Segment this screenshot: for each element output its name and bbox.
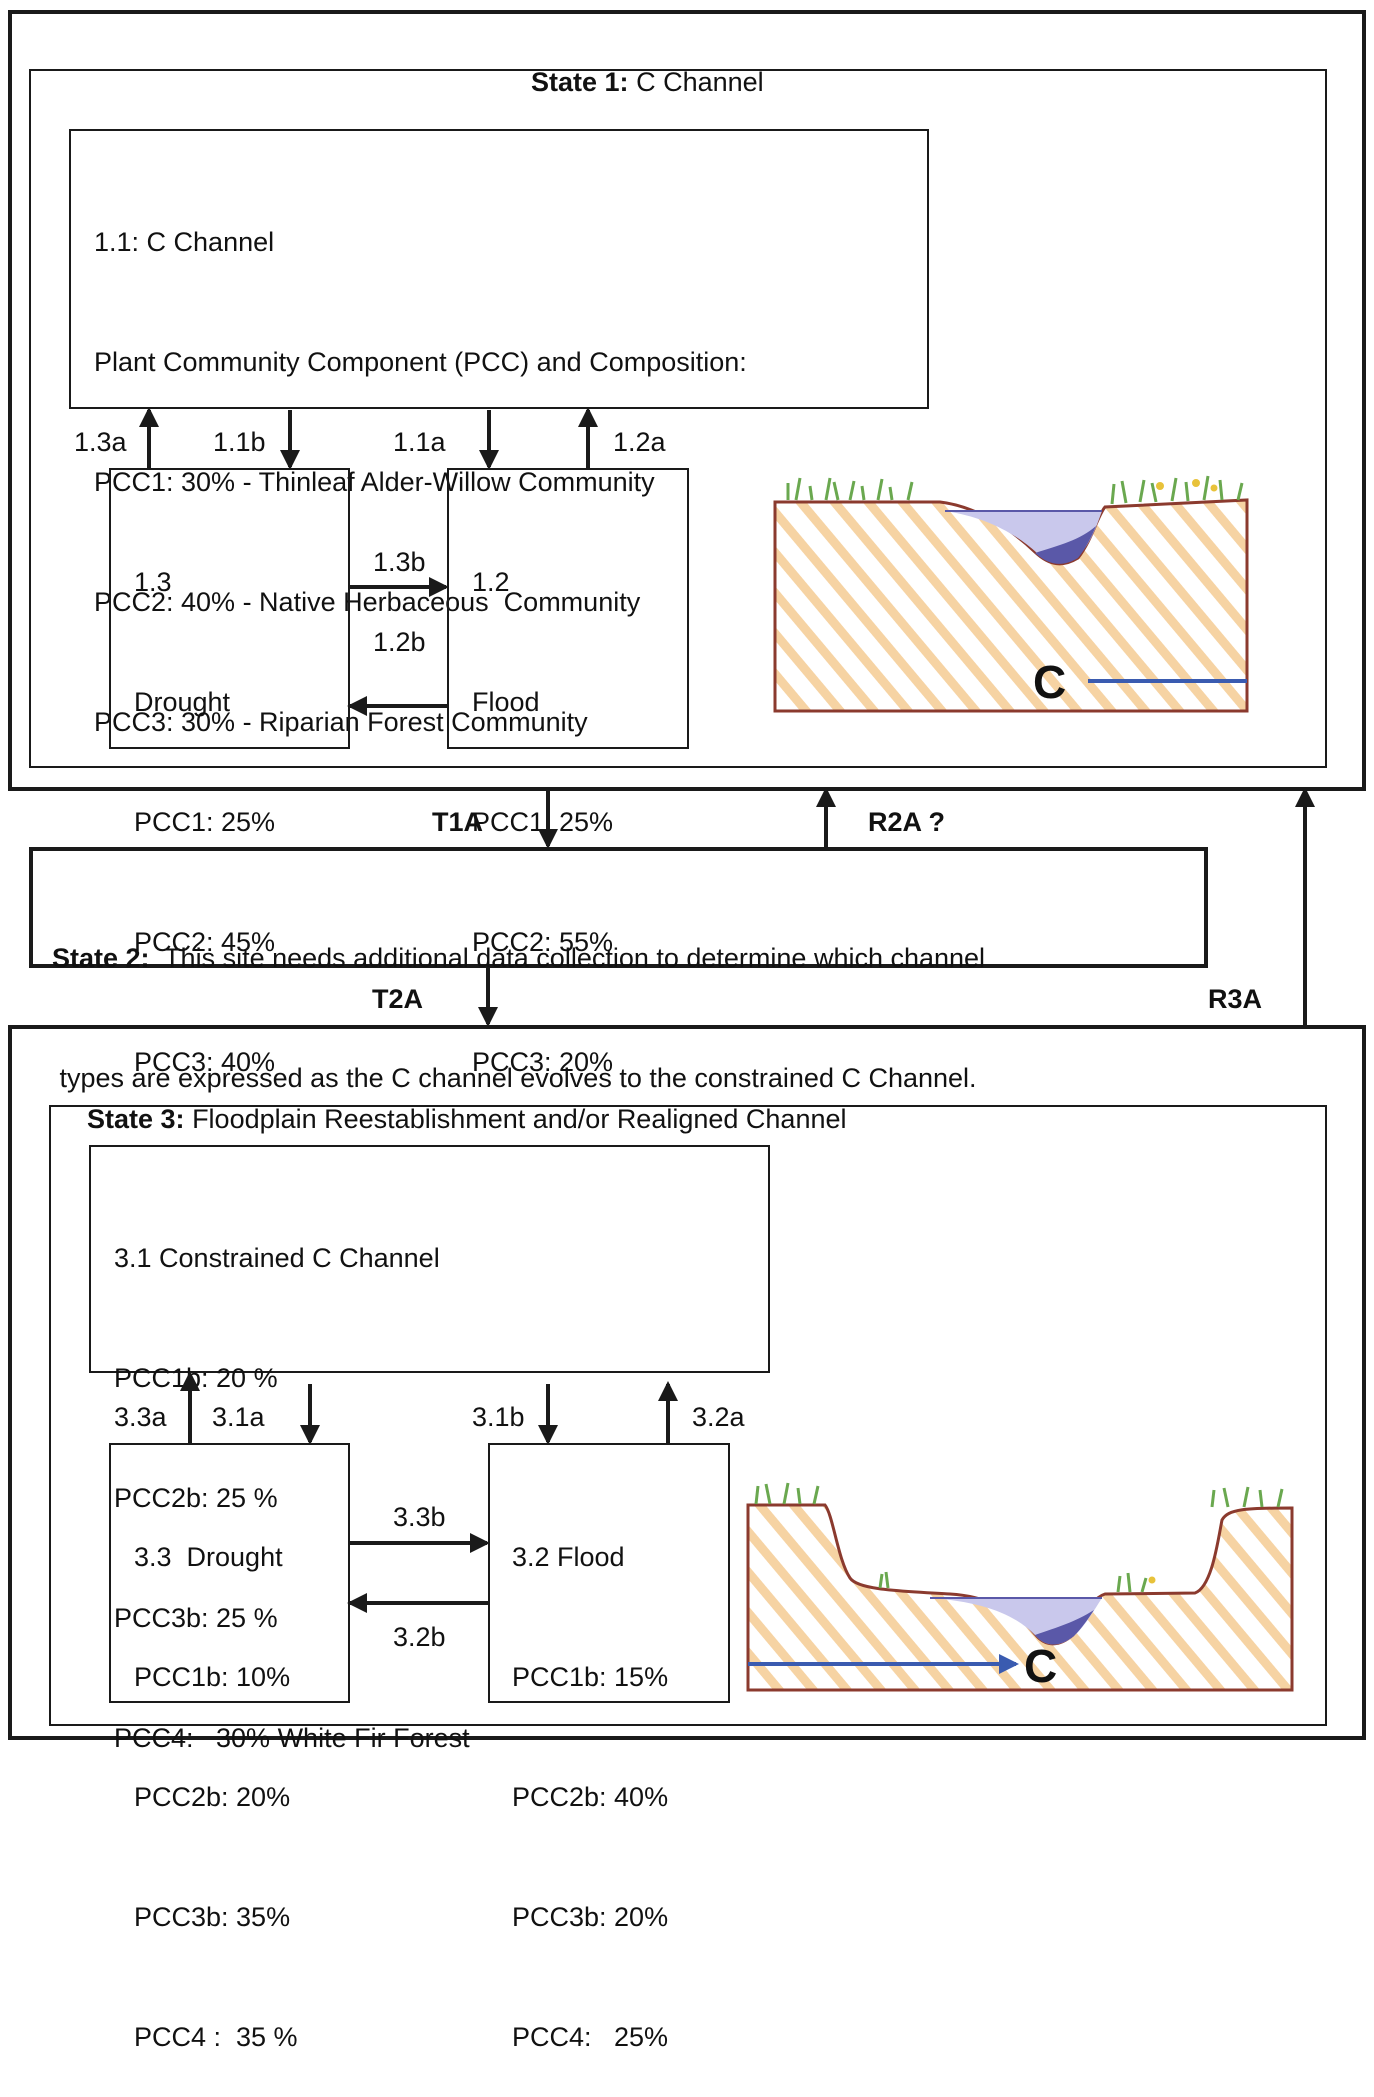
state2-box bbox=[29, 847, 1208, 968]
state2-line-2: types are expressed as the C channel evo… bbox=[52, 1063, 977, 1093]
pathway-label-3-3a: 3.3a bbox=[114, 1402, 167, 1432]
phase-1-1-box bbox=[69, 129, 929, 409]
pathway-label-1-1a: 1.1a bbox=[393, 427, 446, 457]
pathway-label-1-3a: 1.3a bbox=[74, 427, 127, 457]
state3-outer-box bbox=[8, 1025, 1366, 1740]
phase-1-1-line: PCC3: 30% - Riparian Forest Community bbox=[94, 707, 588, 737]
phase-1-3-line: PCC3: 40% bbox=[134, 1047, 276, 1077]
state3-title-label: State 3: bbox=[87, 1104, 185, 1134]
phase-3-2-line: PCC2b: 40% bbox=[512, 1782, 669, 1812]
phase-3-2-line: 3.2 Flood bbox=[512, 1542, 625, 1572]
phase-1-3-text: 1.3 Drought PCC1: 25% PCC2: 45% PCC3: 40… bbox=[134, 482, 275, 1122]
phase-1-3-line: 1.3 bbox=[134, 567, 172, 597]
pathway-label-3-2a: 3.2a bbox=[692, 1402, 745, 1432]
channel-type-letter-state3: C bbox=[1024, 1640, 1057, 1692]
phase-3-1-line: PCC3b: 25 % bbox=[114, 1603, 278, 1633]
phase-3-1-box bbox=[89, 1145, 770, 1373]
c-channel-illustration: C bbox=[773, 475, 1249, 713]
state3-inner-box bbox=[49, 1105, 1327, 1726]
phase-3-2-line: PCC1b: 15% bbox=[512, 1662, 669, 1692]
phase-1-1-text: 1.1: C Channel Plant Community Component… bbox=[94, 142, 747, 782]
phase-1-3-line: PCC2: 45% bbox=[134, 927, 276, 957]
phase-1-1-line: 1.1: C Channel bbox=[94, 227, 275, 257]
constrained-c-channel-illustration: C bbox=[746, 1482, 1294, 1692]
phase-1-3-line: PCC1: 25% bbox=[134, 807, 276, 837]
state1-inner-box bbox=[29, 69, 1327, 768]
phase-1-2-line: 1.2 bbox=[472, 567, 510, 597]
state1-outer-box bbox=[8, 10, 1366, 791]
transition-label-r3a: R3A bbox=[1208, 984, 1263, 1014]
phase-3-1-text: 3.1 Constrained C Channel PCC1b: 20 % PC… bbox=[114, 1158, 470, 1798]
state2-label: State 2: bbox=[52, 943, 150, 973]
pathway-label-1-3b: 1.3b bbox=[373, 547, 426, 577]
phase-1-1-line: Plant Community Component (PCC) and Comp… bbox=[94, 347, 747, 377]
phase-3-3-line: 3.3 Drought bbox=[134, 1542, 283, 1572]
pathway-label-1-2b: 1.2b bbox=[373, 627, 426, 657]
transition-label-t1a: T1A bbox=[432, 807, 484, 837]
phase-3-3-box bbox=[109, 1443, 350, 1703]
phase-3-3-line: PCC2b: 20% bbox=[134, 1782, 291, 1812]
phase-3-3-line: PCC4 : 35 % bbox=[134, 2022, 298, 2052]
phase-3-2-box bbox=[488, 1443, 730, 1703]
state2-line-1: This site needs additional data collecti… bbox=[149, 943, 986, 973]
state2-text: State 2: This site needs additional data… bbox=[52, 858, 985, 1138]
pathway-label-3-1b: 3.1b bbox=[472, 1402, 525, 1432]
phase-1-2-line: PCC2: 55% bbox=[472, 927, 614, 957]
pathway-label-3-3b: 3.3b bbox=[393, 1502, 446, 1532]
phase-1-2-line: Flood bbox=[472, 687, 540, 717]
phase-3-3-line: PCC1b: 10% bbox=[134, 1662, 291, 1692]
phase-3-3-line: PCC3b: 35% bbox=[134, 1902, 291, 1932]
phase-1-1-line: PCC1: 30% - Thinleaf Alder-Willow Commun… bbox=[94, 467, 655, 497]
phase-3-1-line: 3.1 Constrained C Channel bbox=[114, 1243, 440, 1273]
pathway-label-3-1a: 3.1a bbox=[212, 1402, 265, 1432]
diagram-overlay: C C bbox=[139, 407, 1315, 1692]
state3-title-text: Floodplain Reestablishment and/or Realig… bbox=[184, 1104, 847, 1134]
phase-3-2-line: PCC3b: 20% bbox=[512, 1902, 669, 1932]
state1-title-label: State 1: bbox=[531, 67, 629, 97]
phase-1-3-line: Drought bbox=[134, 687, 231, 717]
pathway-label-1-2a: 1.2a bbox=[613, 427, 666, 457]
pathway-label-3-2b: 3.2b bbox=[393, 1622, 446, 1652]
phase-3-2-line: PCC4: 25% bbox=[512, 2022, 669, 2052]
phase-1-2-line: PCC1: 25% bbox=[472, 807, 614, 837]
state1-title-text: C Channel bbox=[628, 67, 764, 97]
pathway-label-1-1b: 1.1b bbox=[213, 427, 266, 457]
phase-1-2-text: 1.2 Flood PCC1: 25% PCC2: 55% PCC3: 20% bbox=[472, 482, 613, 1122]
transition-label-r2a: R2A ? bbox=[868, 807, 946, 837]
phase-1-1-line: PCC2: 40% - Native Herbaceous Community bbox=[94, 587, 641, 617]
phase-3-1-line: PCC2b: 25 % bbox=[114, 1483, 278, 1513]
state1-title: State 1: C Channel bbox=[516, 22, 764, 102]
phase-1-2-line: PCC3: 20% bbox=[472, 1047, 614, 1077]
state3-title: State 3: Floodplain Reestablishment and/… bbox=[72, 1059, 846, 1139]
phase-1-2-box bbox=[447, 468, 689, 749]
transition-label-t2a: T2A bbox=[372, 984, 424, 1014]
phase-1-3-box bbox=[109, 468, 350, 749]
channel-type-letter-state1: C bbox=[1033, 656, 1066, 708]
